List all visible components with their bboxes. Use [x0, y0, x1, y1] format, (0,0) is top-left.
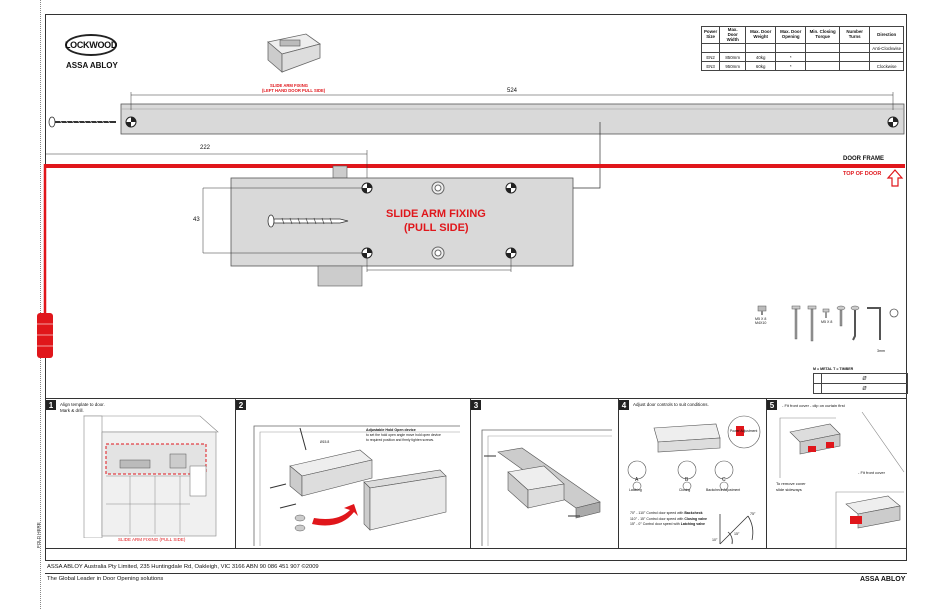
step-divider-4 [766, 398, 767, 548]
hardware-label-3: 3mm [877, 349, 885, 353]
step-5-text-3: To remove cover [776, 481, 806, 486]
assa-abloy-logo: ASSA ABLOY [66, 61, 118, 70]
door-frame-line [45, 164, 905, 168]
valve-c [714, 460, 734, 491]
valve-a [627, 460, 647, 491]
footer-divider [45, 573, 907, 574]
steps-top-divider [45, 398, 907, 399]
spec-header-opening: Max. Door Opening [775, 25, 807, 45]
template-title: SLIDE ARM FIXING [386, 208, 486, 220]
fold-here-label: FOLD HERE [36, 522, 41, 548]
lockwood-logo: LOCKWOOD [65, 34, 117, 56]
step-5-illustration [779, 412, 905, 548]
valve-b [677, 460, 697, 491]
step-divider-1 [235, 398, 236, 548]
body-hole-5 [431, 246, 445, 260]
screw-icon [267, 214, 349, 228]
small-table-caption: M = METAL T = TIMBER [813, 367, 854, 371]
step-1-text-1: Align template to door. [60, 402, 105, 407]
step-2-text-2: to set the hold open angle move hold ope… [366, 433, 441, 437]
drilling-template-drawing [37, 92, 905, 358]
valve-a-letter: A [635, 477, 639, 483]
rail-hole-right [887, 116, 899, 128]
hardware-kit [757, 305, 899, 342]
angle-75: 75° [750, 512, 756, 516]
valve-c-label: Backcheck Adjustment [706, 488, 741, 492]
table-row: 110° - 15° Control door speed with Closi… [630, 516, 707, 521]
step-4-power-label: Power Adjustment [730, 429, 758, 433]
specification-table: Power Size Max. Door Width Max. Door Wei… [700, 25, 905, 72]
step-5-text-1: - Fit front cover - clip on curtain firs… [782, 403, 845, 408]
dimension-43: 43 [193, 217, 200, 223]
step-2-text-3: to required position and firmly tighten … [366, 438, 435, 442]
step-4-number: 4 [619, 400, 629, 410]
step-1-number: 1 [46, 400, 56, 410]
step-divider-2 [470, 398, 471, 548]
valve-a-label: Latching [629, 488, 642, 492]
hardware-label-2: M5 X 8 [821, 320, 833, 324]
closer-product-illustration [267, 33, 321, 73]
step-3-number: 3 [471, 400, 481, 410]
footer-tagline: The Global Leader in Door Opening soluti… [47, 576, 164, 582]
table-row: EN2 850mm 40kg * [700, 52, 905, 63]
template-subtitle: (PULL SIDE) [404, 222, 469, 234]
spec-header-weight: Max. Door Weight [745, 25, 777, 45]
footer-assa-abloy-logo: ASSA ABLOY [860, 576, 906, 583]
angle-10: 10° [712, 538, 718, 542]
step-3-illustration [481, 429, 612, 546]
step-1-text-2: Mark & drill. [60, 408, 84, 413]
step-5-text-4: slide sideways [776, 487, 802, 492]
fold-line [40, 0, 41, 609]
product-caption-1: SLIDE ARM FIXING [270, 83, 308, 88]
step-2-text-1: Adjustable Hold Open device [366, 428, 416, 432]
step-5-number: 5 [767, 400, 777, 410]
body-hole-4 [361, 247, 373, 259]
table-row: 70° - 110° Control door speed with Backc… [630, 511, 703, 515]
steps-bottom-divider [45, 548, 907, 549]
step-2-note: Ø15.8 [320, 440, 330, 444]
body-hole-6 [505, 247, 517, 259]
arm-rail-plate [120, 103, 905, 135]
step-4-speed-table: 70° - 110° Control door speed with Backc… [630, 511, 707, 528]
dimension-524: 524 [507, 88, 518, 94]
product-caption-2: (LEFT HAND DOOR PULL SIDE) [262, 88, 326, 93]
body-hole-2 [431, 181, 445, 195]
table-row: 15° - 0° Control door speed with Latchin… [630, 522, 706, 526]
valve-b-label: Closing [679, 488, 691, 492]
top-of-door-label: TOP OF DOOR [843, 171, 882, 177]
dimension-222: 222 [200, 145, 211, 151]
step-1-caption: SLIDE ARM FIXING (PULL SIDE) [118, 537, 186, 542]
spec-header-power: Power Size [700, 25, 721, 45]
up-arrow-icon [886, 169, 904, 187]
table-row: Ø [813, 383, 908, 394]
rail-hole-left [125, 116, 137, 128]
body-hole-3 [505, 182, 517, 194]
spec-header-torque: Min. Closing Torque [805, 25, 841, 45]
step-4-text: Adjust door controls to suit conditions. [633, 402, 709, 407]
step-1-illustration [83, 415, 219, 538]
arm-shoe [317, 265, 363, 287]
table-row: EN3 950mm 60kg * Clockwise [700, 61, 905, 72]
step-2-illustration [253, 425, 460, 546]
table-row: Ø [813, 373, 908, 384]
door-frame-label: DOOR FRAME [843, 156, 884, 162]
angle-15: 15° [734, 532, 740, 536]
step-4-illustration [627, 415, 761, 545]
valve-c-letter: C [722, 477, 726, 483]
screw-icon [48, 116, 116, 128]
valve-b-letter: B [685, 477, 689, 483]
step-divider-3 [618, 398, 619, 548]
spec-header-direction: Direction [869, 25, 905, 45]
step-5-text-2: - Fit front cover [858, 470, 885, 475]
door-edge-marker [37, 313, 53, 358]
metal-timber-table: Ø Ø [813, 373, 908, 394]
footer-address: ASSA ABLOY Australia Pty Limited, 235 Hu… [47, 564, 319, 570]
body-hole-1 [361, 182, 373, 194]
step-2-number: 2 [236, 400, 246, 410]
